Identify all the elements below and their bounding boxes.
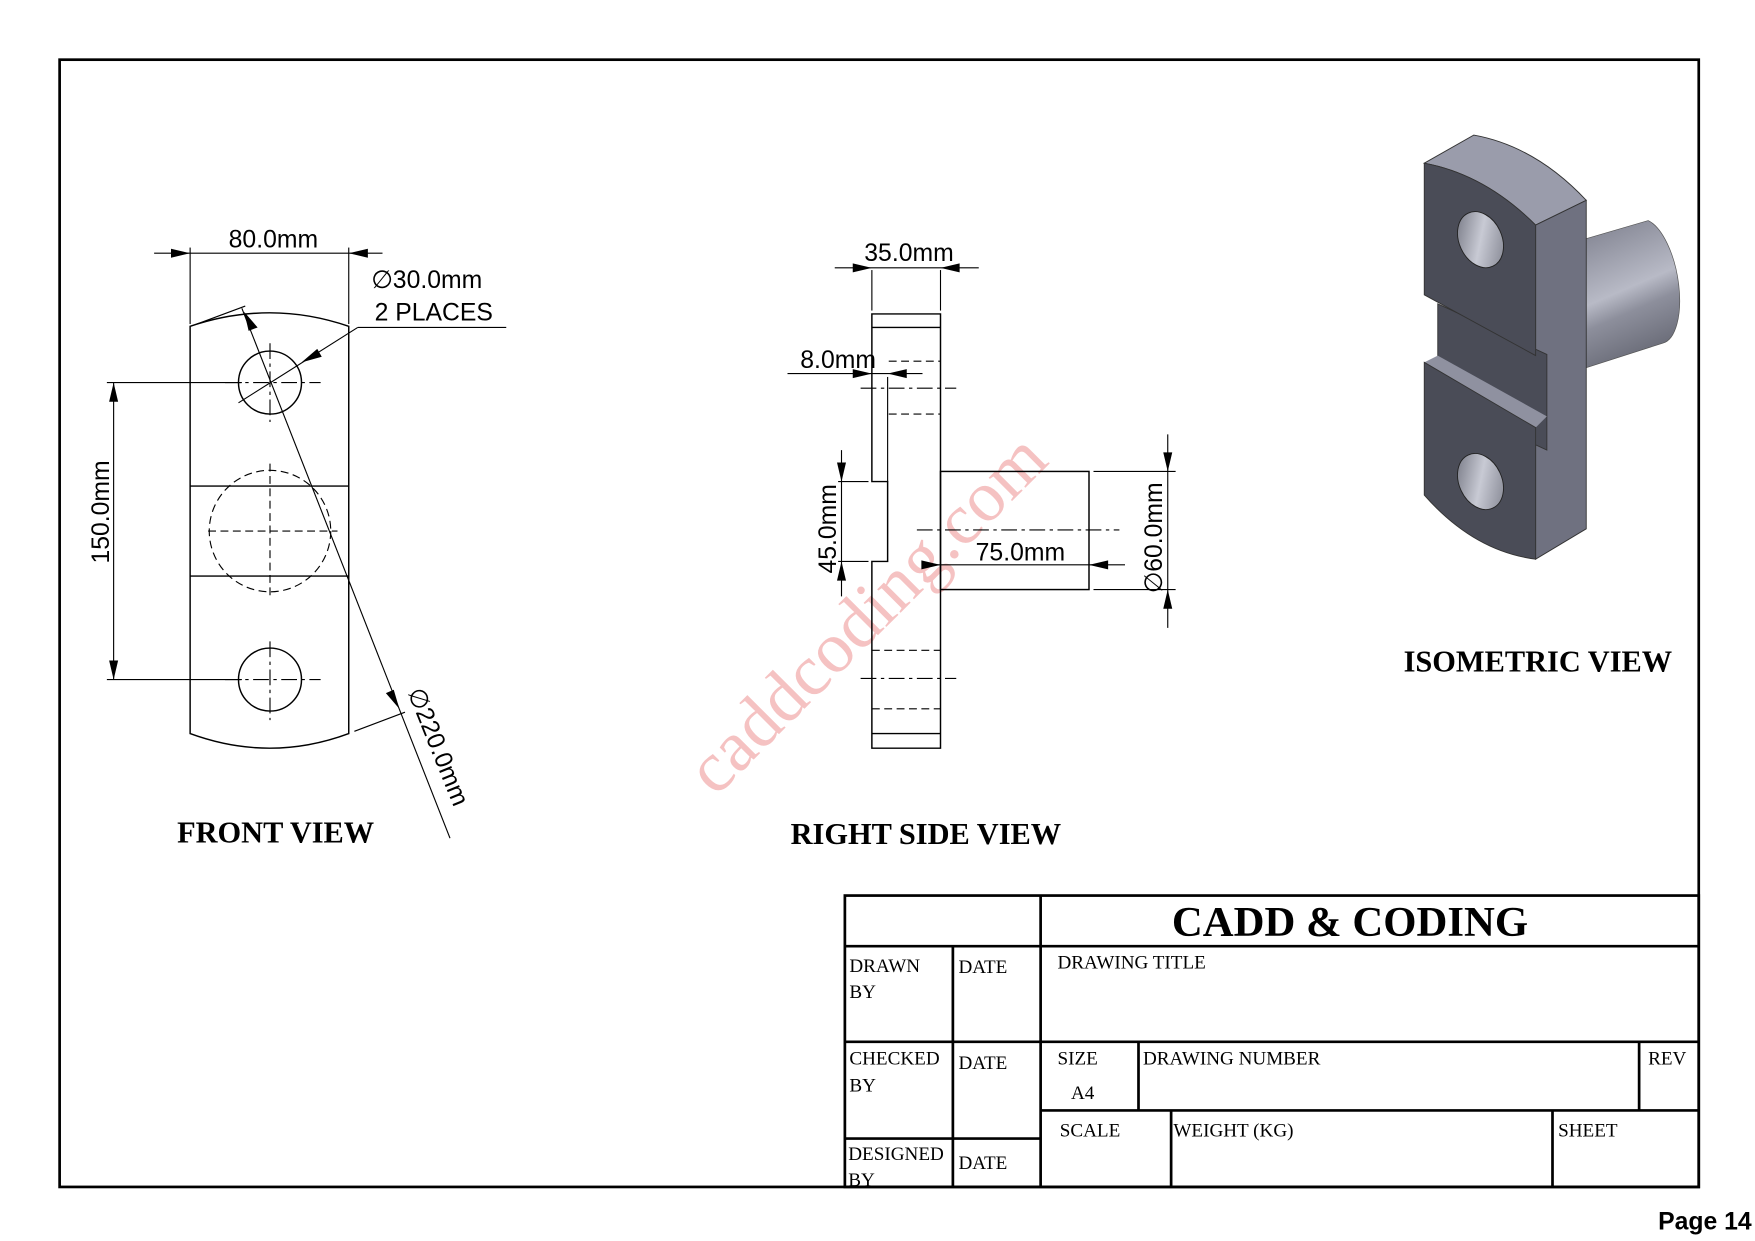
size-label: SIZE — [1058, 1048, 1098, 1069]
dim-boss-dia: ∅60.0mm — [1141, 482, 1168, 593]
company-name: CADD & CODING — [1172, 899, 1528, 946]
checked-by-label: CHECKED — [849, 1048, 939, 1069]
dim-width: 80.0mm — [229, 227, 318, 254]
dim-boss-length: 75.0mm — [976, 539, 1065, 566]
dim-hole: ∅30.0mm — [371, 267, 482, 294]
drawing-title-label: DRAWING TITLE — [1058, 953, 1206, 974]
date-label-2: DATE — [959, 1053, 1008, 1074]
right-side-view: 35.0mm 8.0mm 45.0mm 75.0mm ∅60.0mm RIGHT… — [787, 240, 1176, 851]
drawn-by-label-2: BY — [849, 982, 876, 1003]
size-value: A4 — [1071, 1083, 1095, 1104]
dim-thickness: 35.0mm — [864, 240, 953, 267]
iso-hole-top — [1457, 211, 1504, 269]
rev-label: REV — [1648, 1048, 1686, 1069]
front-view: 80.0mm ∅30.0mm 2 PLACES 150.0mm ∅220.0mm… — [88, 227, 507, 850]
drawing-number-label: DRAWING NUMBER — [1143, 1048, 1321, 1069]
iso-view-label: ISOMETRIC VIEW — [1404, 645, 1673, 679]
side-view-label: RIGHT SIDE VIEW — [791, 817, 1062, 851]
boss-cylinder — [1575, 220, 1680, 372]
dim-slot: 45.0mm — [815, 484, 842, 573]
dim-spacing: 150.0mm — [88, 460, 115, 563]
sheet-label: SHEET — [1558, 1120, 1618, 1141]
checked-by-label-2: BY — [849, 1075, 876, 1096]
iso-hole-bottom — [1457, 453, 1504, 511]
scale-label: SCALE — [1060, 1120, 1121, 1141]
dim-hole-note: 2 PLACES — [375, 300, 493, 327]
designed-by-label: DESIGNED — [848, 1144, 944, 1165]
title-block: CADD & CODING DRAWN BY DATE DRAWING TITL… — [843, 894, 1701, 1191]
designed-by-label-2: BY — [848, 1170, 875, 1191]
date-label-3: DATE — [959, 1153, 1008, 1174]
front-view-label: FRONT VIEW — [177, 816, 374, 850]
date-label-1: DATE — [959, 957, 1008, 978]
weight-label: WEIGHT (KG) — [1173, 1120, 1293, 1141]
page-number: Page 14 — [1658, 1209, 1752, 1236]
isometric-view: ISOMETRIC VIEW — [1404, 134, 1681, 679]
drawn-by-label: DRAWN — [849, 956, 920, 977]
watermark: caddcoding.com — [670, 417, 1062, 809]
dim-radius: ∅220.0mm — [402, 684, 474, 810]
dim-step: 8.0mm — [800, 347, 876, 374]
